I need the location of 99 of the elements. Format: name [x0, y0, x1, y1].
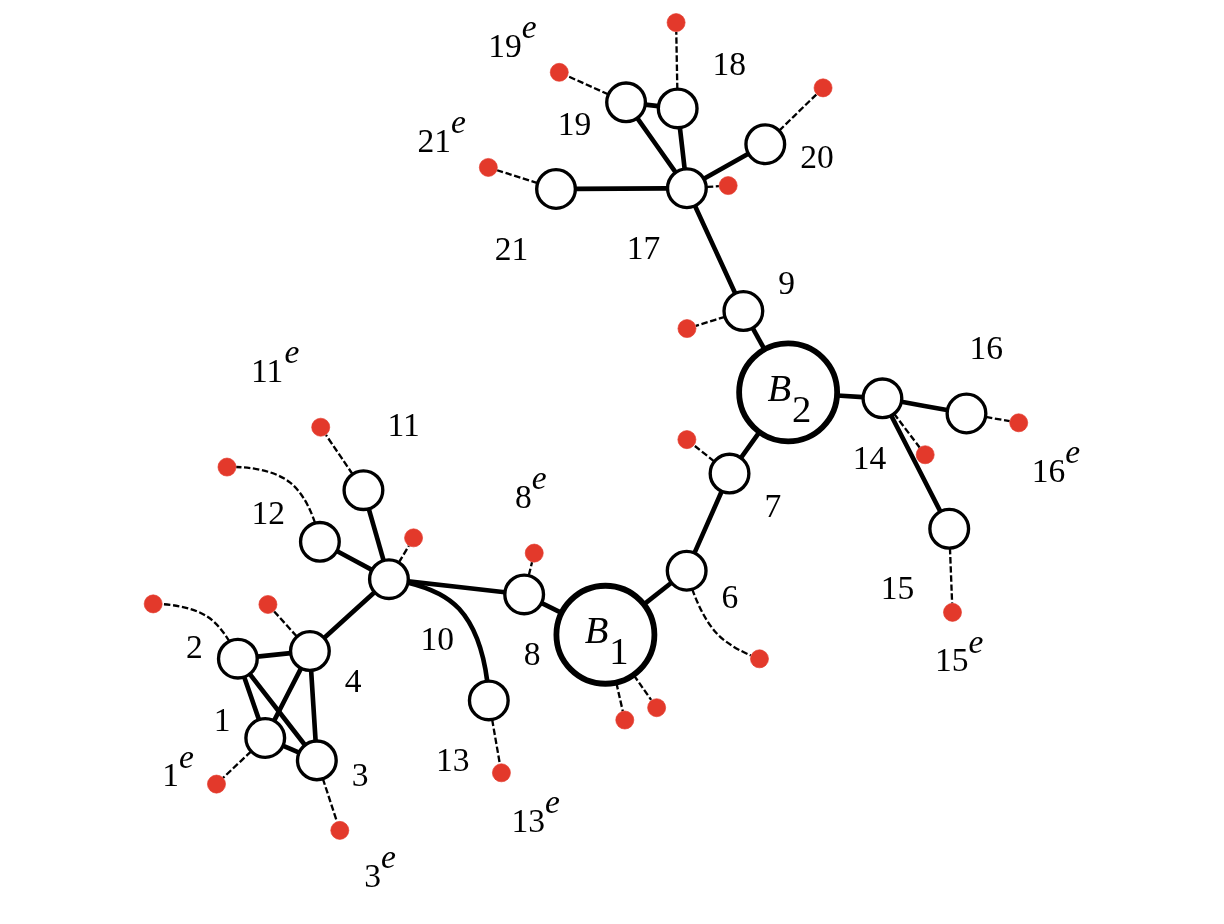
node-dot [677, 430, 696, 449]
connector [677, 127, 687, 170]
node-dot [403, 528, 423, 548]
node-circle [665, 549, 708, 592]
connector [692, 444, 715, 463]
node-label: 10 [419, 619, 454, 657]
connector [575, 186, 667, 192]
connector [692, 205, 737, 295]
connector [324, 434, 353, 475]
node-circle [721, 290, 764, 333]
node-dot [813, 78, 832, 98]
node-dot [666, 13, 685, 32]
connector [221, 750, 252, 779]
node-dot [329, 821, 349, 840]
connector [738, 430, 761, 459]
connector [614, 682, 624, 712]
connector [892, 413, 921, 449]
connector [335, 549, 373, 572]
connector [690, 588, 751, 657]
node-dot [310, 417, 330, 437]
node-label: 12 [251, 493, 285, 531]
node-dot [258, 595, 277, 614]
node-label: 4 [344, 662, 362, 700]
node-label: 6 [721, 578, 738, 616]
connector [888, 414, 942, 513]
node-circle [502, 573, 545, 616]
connector [366, 508, 386, 561]
node-label: 17 [626, 228, 660, 266]
node-circle [944, 392, 987, 435]
node-label: 2 [185, 627, 203, 665]
node-circle [534, 168, 577, 211]
connector [635, 117, 677, 174]
connector [322, 590, 376, 640]
connector [241, 676, 261, 721]
node-circle [708, 452, 751, 495]
connector [777, 93, 817, 132]
connector [397, 545, 410, 563]
node-label: 7 [763, 486, 781, 524]
connector [272, 610, 297, 638]
node-dot [524, 543, 544, 563]
node-label: 21 [494, 229, 528, 267]
node-label: 20 [799, 137, 834, 175]
node-circle [743, 123, 786, 166]
node-dot [478, 158, 498, 177]
connector [235, 465, 316, 523]
connector [161, 603, 230, 642]
node-circle [467, 679, 510, 722]
node-circle [367, 558, 410, 601]
node-dot [718, 176, 738, 195]
node-circle [295, 739, 338, 782]
node-dot [915, 445, 935, 465]
node-dot [1008, 413, 1028, 433]
node-circle [927, 507, 970, 550]
node-label: 9 [777, 264, 795, 302]
connector [695, 315, 725, 327]
node-dot [677, 319, 696, 338]
node-circle [243, 717, 286, 759]
node-label: 1 [213, 701, 230, 739]
connector [702, 151, 749, 181]
node-dot [491, 763, 511, 783]
connector [490, 719, 501, 764]
node-dot [549, 63, 569, 82]
connector [691, 490, 724, 554]
connector [948, 548, 953, 604]
node-dot [614, 710, 634, 730]
node-label: 13 [435, 741, 470, 779]
connector [321, 778, 338, 822]
node-circle [860, 377, 903, 420]
node-circle [216, 637, 259, 680]
connector [540, 601, 562, 616]
connector [706, 185, 719, 189]
connector [674, 31, 678, 89]
node-dot [217, 457, 236, 477]
node-dot [942, 603, 962, 622]
node-circle [656, 87, 699, 130]
node-dot [749, 649, 769, 669]
node-label: 15 [880, 569, 914, 607]
connector [750, 327, 766, 351]
node-label: 8 [523, 635, 541, 673]
node-dot [143, 594, 163, 614]
connector [308, 670, 318, 741]
connector [271, 667, 303, 722]
node-circle [665, 167, 708, 210]
node-label: 11 [387, 405, 420, 443]
node-label: 19 [557, 104, 591, 142]
node-circle [298, 520, 341, 563]
node-label: 3 [351, 756, 368, 794]
connector [247, 672, 307, 747]
node-label: 16 [968, 329, 1003, 367]
node-circle [604, 81, 647, 124]
connector [527, 561, 533, 576]
node-dot [646, 698, 666, 718]
node-label: 18 [712, 45, 746, 83]
connector [642, 580, 673, 607]
node-circle [288, 630, 331, 673]
node-circle [341, 469, 384, 512]
connector [632, 674, 652, 701]
node-dot [206, 774, 226, 794]
node-label: 14 [852, 439, 886, 477]
